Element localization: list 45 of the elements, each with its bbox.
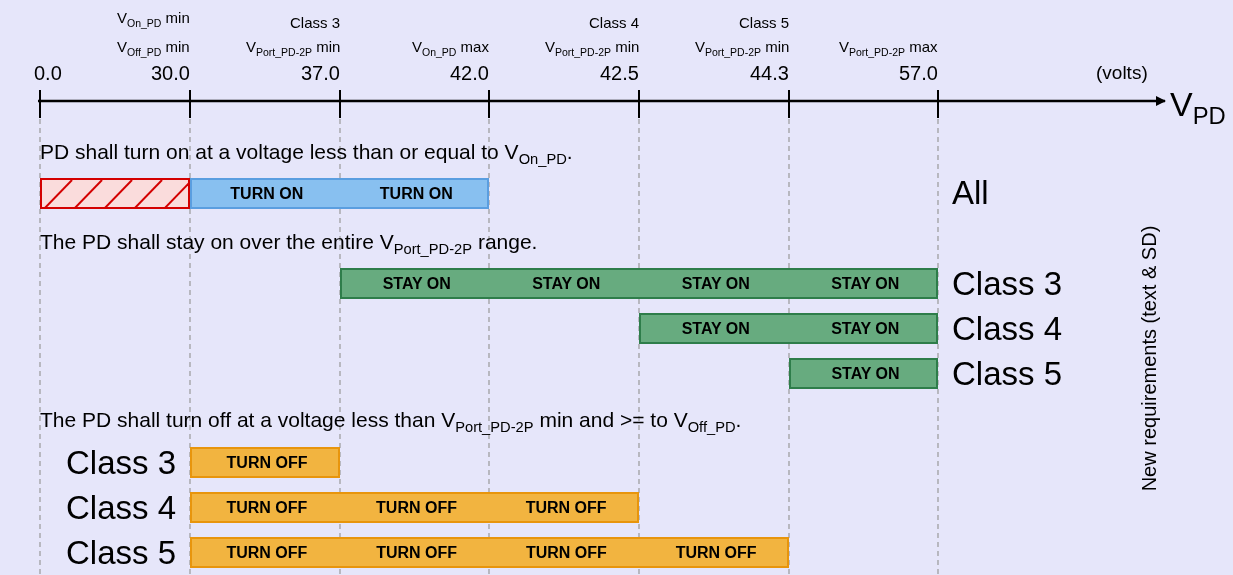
tick-label: 44.3 <box>750 61 789 85</box>
tick-label: 57.0 <box>899 61 938 85</box>
side-note: New requirements (text & SD) <box>1138 225 1162 491</box>
range-bar <box>190 492 639 523</box>
bar-label: TURN OFF <box>226 543 308 562</box>
tick-label: 42.0 <box>450 61 489 85</box>
row-label: Class 3 <box>952 264 1063 303</box>
axis-annotation: Class 3 <box>290 13 341 31</box>
bar-label: TURN ON <box>230 184 304 203</box>
bar-label: TURN OFF <box>525 498 607 517</box>
unit-label: (volts) <box>1096 62 1148 84</box>
bar-label: TURN OFF <box>675 543 757 562</box>
bar-label: TURN OFF <box>226 453 308 472</box>
bar-label: TURN OFF <box>226 498 308 517</box>
row-label: Class 4 <box>952 309 1063 348</box>
tick-label: 0.0 <box>34 61 62 85</box>
range-bar <box>190 178 489 209</box>
row-label: Class 5 <box>66 533 177 572</box>
bar-label: TURN OFF <box>376 543 458 562</box>
hatched-bar <box>40 178 190 209</box>
row-label: Class 4 <box>66 488 177 527</box>
bar-label: STAY ON <box>681 319 750 338</box>
tick-label: 42.5 <box>600 61 639 85</box>
tick-label: 30.0 <box>151 61 190 85</box>
tick-label: 37.0 <box>301 61 340 85</box>
bar-label: STAY ON <box>532 274 601 293</box>
row-label: Class 5 <box>952 354 1063 393</box>
bar-label: STAY ON <box>831 364 900 383</box>
row-label: Class 3 <box>66 443 177 482</box>
range-bar <box>639 313 938 344</box>
range-bar <box>789 358 938 389</box>
bar-label: STAY ON <box>681 274 750 293</box>
bar-label: STAY ON <box>831 274 900 293</box>
axis-annotation: Class 5 <box>739 13 790 31</box>
range-bar <box>190 537 789 568</box>
axis-title: V$_{PD}$ <box>1170 84 1226 124</box>
axis-annotation: Class 4 <box>589 13 640 31</box>
range-bar <box>340 268 938 299</box>
range-bar <box>190 447 340 478</box>
bar-label: TURN ON <box>379 184 453 203</box>
bar-label: STAY ON <box>831 319 900 338</box>
bar-label: TURN OFF <box>376 498 457 517</box>
bar-label: TURN OFF <box>525 543 607 562</box>
row-label: All <box>952 174 989 212</box>
bar-label: STAY ON <box>382 274 451 293</box>
